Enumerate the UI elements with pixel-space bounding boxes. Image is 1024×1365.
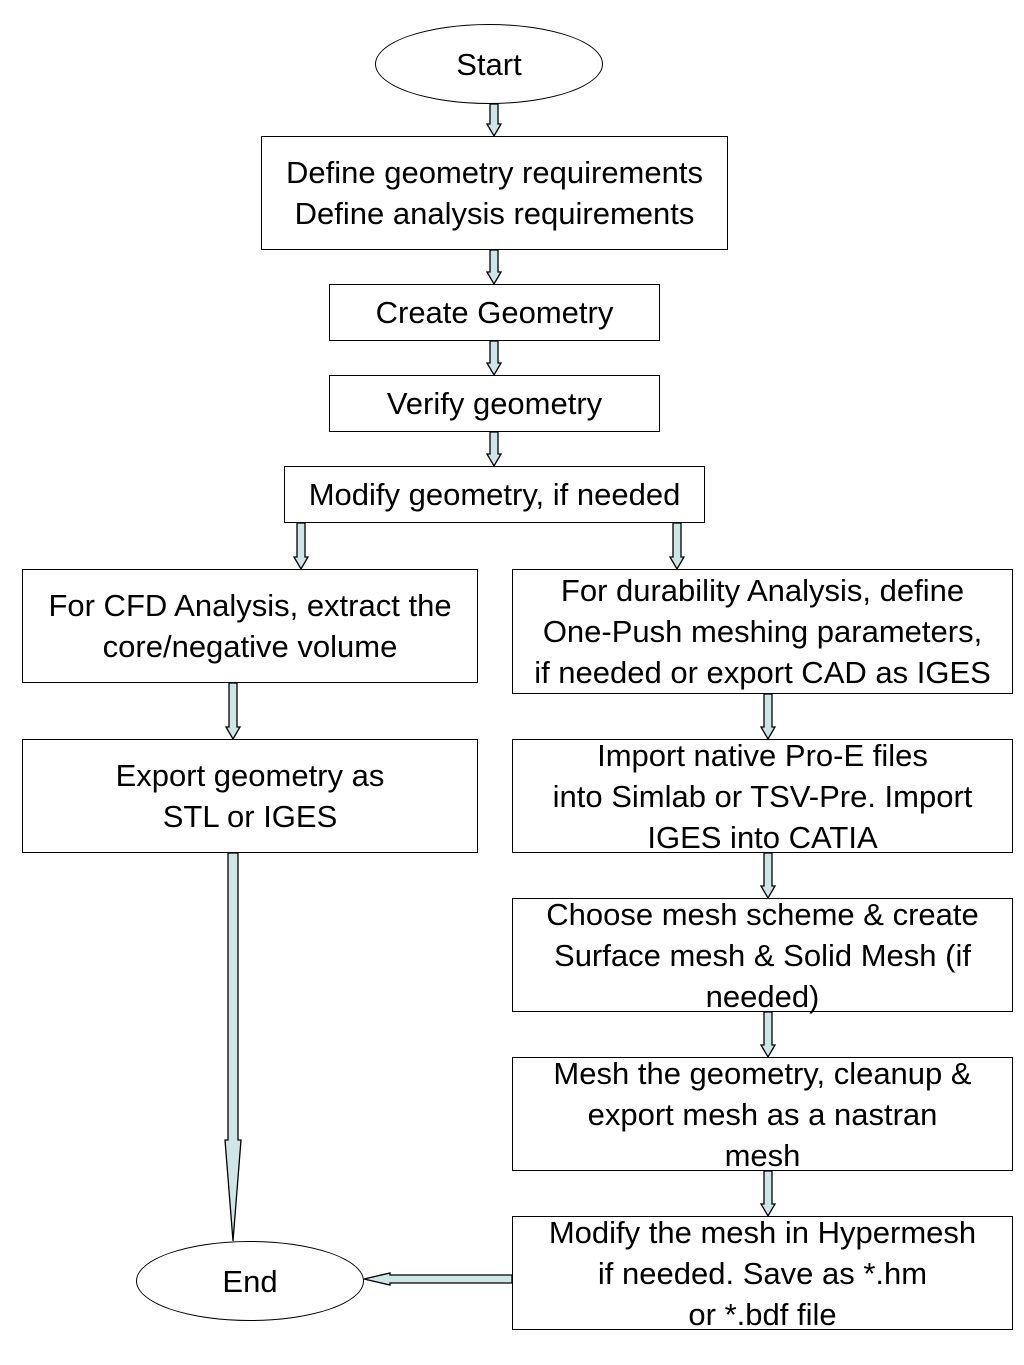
import-files-line-1: Import native Pro-E files <box>597 737 928 773</box>
cfd-analysis-box: For CFD Analysis, extract the core/negat… <box>22 569 478 683</box>
define-requirements-line-2: Define analysis requirements <box>294 196 695 231</box>
arrow-define-to-create <box>485 249 503 286</box>
hypermesh-line-2: if needed. Save as *.hm <box>597 1255 928 1291</box>
arrow-verify-to-modify <box>485 431 503 468</box>
modify-geometry-box: Modify geometry, if needed <box>284 466 705 523</box>
arrow-mesh-to-hypermesh <box>759 1170 777 1218</box>
define-requirements-box: Define geometry requirements Define anal… <box>261 136 728 250</box>
durability-analysis-box: For durability Analysis, define One-Push… <box>512 569 1013 694</box>
verify-geometry-label: Verify geometry <box>386 386 603 421</box>
export-geometry-line-2: STL or IGES <box>162 799 338 834</box>
import-files-line-3: IGES into CATIA <box>647 819 878 855</box>
arrow-scheme-to-mesh <box>759 1011 777 1059</box>
start-node: Start <box>375 24 603 104</box>
verify-geometry-box: Verify geometry <box>329 375 660 432</box>
define-requirements-line-1: Define geometry requirements <box>286 155 703 190</box>
mesh-scheme-line-3: needed) <box>705 978 820 1014</box>
cfd-analysis-line-1: For CFD Analysis, extract the <box>48 588 452 623</box>
arrow-modify-to-durability <box>668 522 686 571</box>
arrow-cfd-to-export <box>224 682 242 741</box>
arrow-durability-to-import <box>759 693 777 741</box>
mesh-cleanup-line-3: mesh <box>724 1137 801 1173</box>
arrow-create-to-verify <box>485 340 503 377</box>
mesh-cleanup-line-2: export mesh as a nastran <box>587 1096 938 1132</box>
hypermesh-line-3: or *.bdf file <box>688 1296 837 1332</box>
durability-analysis-line-3: if needed or export CAD as IGES <box>534 655 991 690</box>
mesh-cleanup-line-1: Mesh the geometry, cleanup & <box>553 1055 972 1091</box>
durability-analysis-line-2: One-Push meshing parameters, <box>542 614 983 649</box>
cfd-analysis-line-2: core/negative volume <box>102 629 398 664</box>
export-geometry-box: Export geometry as STL or IGES <box>22 739 478 853</box>
hypermesh-line-1: Modify the mesh in Hypermesh <box>548 1214 977 1250</box>
arrow-modify-to-cfd <box>292 522 310 571</box>
import-files-line-2: into Simlab or TSV-Pre. Import <box>552 778 973 814</box>
end-node: End <box>136 1241 364 1321</box>
arrow-hypermesh-to-end <box>363 1272 513 1286</box>
start-label: Start <box>456 46 522 82</box>
export-geometry-line-1: Export geometry as <box>115 758 385 793</box>
arrow-import-to-scheme <box>759 852 777 900</box>
mesh-cleanup-box: Mesh the geometry, cleanup & export mesh… <box>512 1056 1013 1173</box>
modify-geometry-label: Modify geometry, if needed <box>308 477 681 512</box>
create-geometry-box: Create Geometry <box>329 284 660 341</box>
durability-analysis-line-1: For durability Analysis, define <box>560 573 965 608</box>
mesh-scheme-box: Choose mesh scheme & create Surface mesh… <box>512 897 1013 1014</box>
arrow-group <box>224 103 777 1286</box>
mesh-scheme-line-2: Surface mesh & Solid Mesh (if <box>554 937 971 973</box>
arrow-export-to-end <box>224 852 242 1242</box>
end-label: End <box>222 1263 278 1299</box>
mesh-scheme-line-1: Choose mesh scheme & create <box>546 896 979 932</box>
hypermesh-box: Modify the mesh in Hypermesh if needed. … <box>512 1215 1013 1332</box>
arrow-start-to-define <box>485 103 503 138</box>
import-files-box: Import native Pro-E files into Simlab or… <box>512 738 1013 855</box>
create-geometry-label: Create Geometry <box>375 295 614 330</box>
